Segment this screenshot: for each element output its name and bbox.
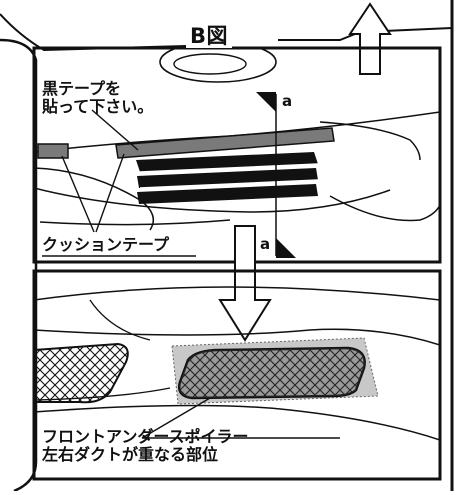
leader-spoiler bbox=[141, 397, 211, 439]
cushion-tape-label: クッションテープ bbox=[42, 235, 170, 254]
body-line-5 bbox=[329, 180, 440, 222]
lower-body-line-2 bbox=[34, 328, 440, 346]
upper-body-line bbox=[0, 13, 187, 52]
upper-panel-drawing bbox=[34, 48, 440, 258]
body-line-3 bbox=[34, 187, 391, 213]
up-arrow-icon bbox=[348, 2, 392, 75]
section-label-bottom: a bbox=[260, 235, 271, 253]
down-arrow-icon bbox=[218, 225, 272, 342]
outer-frame-left bbox=[0, 38, 38, 493]
leader-cushion-2 bbox=[95, 153, 125, 233]
black-tape-note-line-2: 貼って下さい。 bbox=[42, 97, 154, 117]
leader-black-tape bbox=[91, 109, 139, 151]
leader-cushion-1 bbox=[61, 155, 95, 233]
black-tape-note-line-1: 黒テープを bbox=[42, 79, 122, 98]
lower-panel-drawing bbox=[34, 286, 440, 441]
section-label-top: a bbox=[282, 92, 293, 110]
spoiler-note-line-2: 左右ダクトが重なる部位 bbox=[42, 445, 219, 465]
lower-body-line-4 bbox=[34, 404, 440, 441]
section-mark-bottom-icon bbox=[276, 238, 296, 258]
figure-title: B図 bbox=[186, 24, 233, 49]
body-line-2 bbox=[34, 167, 155, 231]
cushion-tape-long bbox=[115, 127, 335, 159]
fender-inner-curve bbox=[173, 53, 247, 75]
section-mark-top-icon bbox=[256, 92, 276, 112]
black-tape-note: 黒テープを 貼って下さい。 bbox=[42, 79, 154, 117]
body-line-6 bbox=[319, 121, 421, 161]
lower-body-line-1 bbox=[34, 286, 440, 301]
lower-body-line-3 bbox=[89, 299, 151, 341]
upper-body-line-right bbox=[278, 27, 453, 41]
right-duct-mesh bbox=[178, 346, 366, 400]
spoiler-note: フロントアンダースポイラー 左右ダクトが重なる部位 bbox=[42, 427, 249, 465]
fender-curve bbox=[159, 48, 277, 83]
cushion-tape-short bbox=[37, 143, 69, 159]
left-duct-mesh bbox=[34, 342, 129, 404]
body-line-4 bbox=[39, 219, 231, 226]
black-tape bbox=[136, 152, 319, 204]
spoiler-note-line-1: フロントアンダースポイラー bbox=[42, 427, 249, 446]
